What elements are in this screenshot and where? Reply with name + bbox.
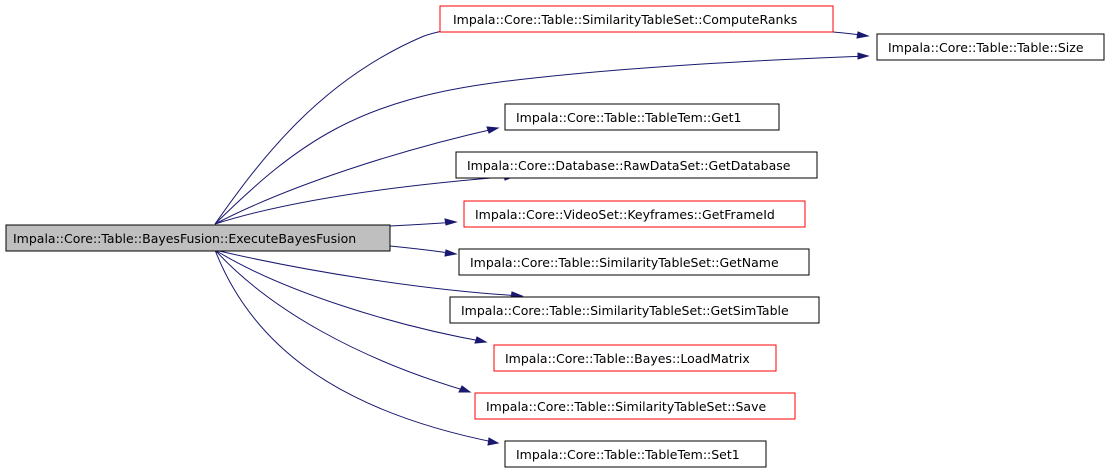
node-get-database[interactable]: Impala::Core::Database::RawDataSet::GetD… [455,151,818,179]
edge-root-to-set1 [214,249,500,446]
node-save[interactable]: Impala::Core::Table::SimilarityTableSet:… [474,392,796,420]
edge-root-to-get1 [214,126,500,225]
node-compute-ranks[interactable]: Impala::Core::Table::SimilarityTableSet:… [439,5,834,33]
node-label: Impala::Core::VideoSet::Keyframes::GetFr… [475,207,775,222]
node-execute-bayes-fusion[interactable]: Impala::Core::Table::BayesFusion::Execut… [5,224,391,252]
node-label: Impala::Core::Table::SimilarityTableSet:… [453,12,797,27]
node-label: Impala::Core::Table::Bayes::LoadMatrix [505,351,750,366]
edge-root-to-size [214,52,870,225]
node-label: Impala::Core::Database::RawDataSet::GetD… [467,158,791,173]
node-get-name[interactable]: Impala::Core::Table::SimilarityTableSet:… [458,248,810,276]
node-get1[interactable]: Impala::Core::Table::TableTem::Get1 [504,103,780,131]
nodes: Impala::Core::Table::BayesFusion::Execut… [5,5,1105,468]
node-label: Impala::Core::Table::BayesFusion::Execut… [13,231,356,246]
node-get-frame-id[interactable]: Impala::Core::VideoSet::Keyframes::GetFr… [463,200,806,228]
edge-root-to-save [214,249,472,393]
node-label: Impala::Core::Table::SimilarityTableSet:… [470,255,779,270]
node-load-matrix[interactable]: Impala::Core::Table::Bayes::LoadMatrix [493,344,777,372]
node-set1[interactable]: Impala::Core::Table::TableTem::Set1 [504,440,767,468]
edge-compute-ranks-to-size [832,31,870,39]
node-get-sim-table[interactable]: Impala::Core::Table::SimilarityTableSet:… [449,296,820,324]
node-label: Impala::Core::Table::TableTem::Get1 [516,110,741,125]
edge-root-to-get-frame-id [389,218,458,227]
edge-root-to-get-name [389,245,458,257]
node-label: Impala::Core::Table::TableTem::Set1 [516,447,740,462]
edge-root-to-load-matrix [214,249,488,344]
node-label: Impala::Core::Table::SimilarityTableSet:… [461,303,789,318]
node-size[interactable]: Impala::Core::Table::Table::Size [876,33,1105,61]
node-label: Impala::Core::Table::Table::Size [888,40,1084,55]
node-label: Impala::Core::Table::SimilarityTableSet:… [486,399,766,414]
